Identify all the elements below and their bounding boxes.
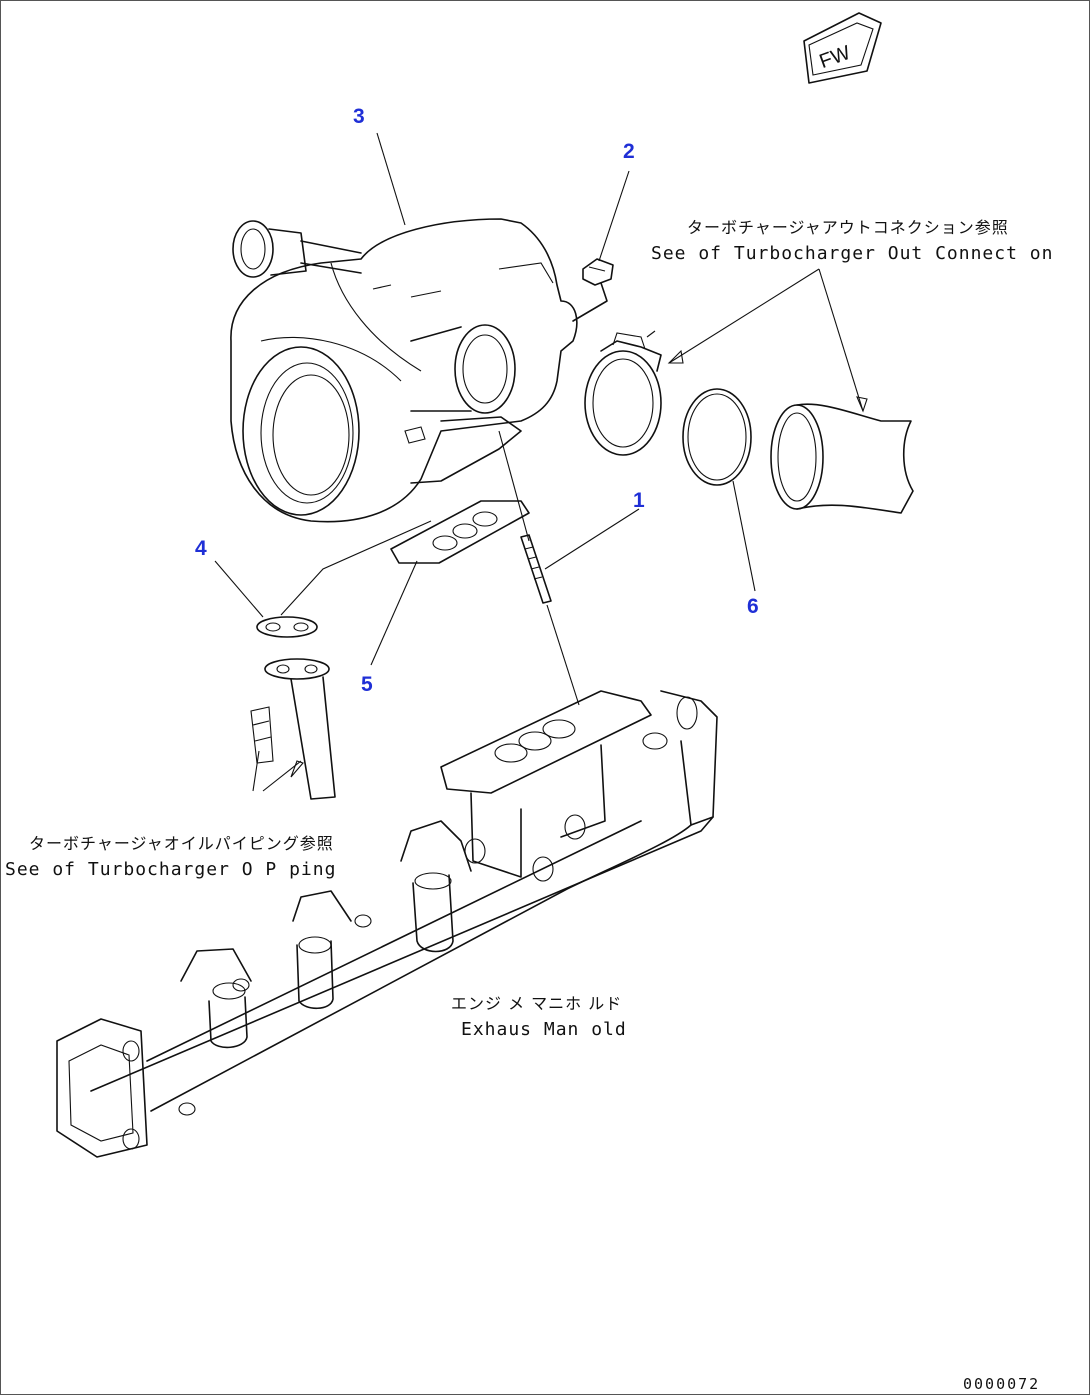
note-oil-piping: ターボチャージャオイルパイピング参照 See of Turbocharger O… — [5, 834, 336, 880]
note-manifold: エンジ メ マニホ ルド Exhaus Man old — [451, 994, 627, 1040]
callouts: 3 2 1 4 6 5 — [195, 105, 759, 696]
note-out-connection-en: See of Turbocharger Out Connect on — [651, 243, 1053, 264]
stud-drawing — [498, 430, 580, 706]
drawing-code: 0000072 — [963, 1375, 1040, 1393]
note-oil-piping-en: See of Turbocharger O P ping — [5, 859, 336, 880]
callout-2: 2 — [623, 140, 635, 163]
fw-label: FW — [817, 42, 854, 73]
turbocharger-drawing — [230, 218, 578, 523]
clamp-drawing — [584, 330, 662, 456]
note-out-connection: ターボチャージャアウトコネクション参照 See of Turbocharger … — [651, 218, 1053, 264]
ring-drawing — [682, 388, 752, 486]
oil-pipe-drawing — [250, 658, 336, 800]
fitting-drawing — [572, 258, 614, 322]
note-manifold-en: Exhaus Man old — [461, 1019, 627, 1040]
note-manifold-jp: エンジ メ マニホ ルド — [451, 994, 622, 1013]
leader-lines — [214, 132, 868, 666]
outlet-pipe-drawing — [770, 403, 914, 514]
callout-4: 4 — [195, 537, 207, 560]
forward-arrow-icon: FW — [803, 12, 882, 84]
note-oil-piping-jp: ターボチャージャオイルパイピング参照 — [29, 834, 334, 853]
callout-6: 6 — [747, 595, 759, 618]
callout-3: 3 — [353, 105, 365, 128]
callout-1: 1 — [633, 489, 645, 512]
gasket-drawing — [390, 500, 530, 564]
oil-gasket-drawing — [256, 616, 318, 638]
note-out-connection-jp: ターボチャージャアウトコネクション参照 — [687, 218, 1009, 237]
exhaust-manifold-drawing — [56, 690, 718, 1158]
callout-5: 5 — [361, 673, 373, 696]
